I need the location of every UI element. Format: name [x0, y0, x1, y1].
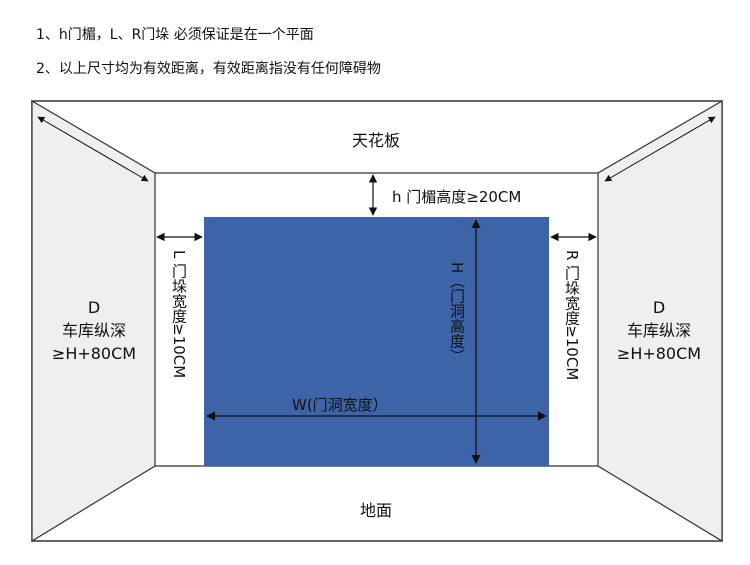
right-depth-symbol: D	[652, 298, 666, 317]
ceiling-label: 天花板	[351, 131, 400, 150]
left-depth-label: D 车库纵深 ≥H+80CM	[40, 296, 148, 365]
left-depth-symbol: D	[87, 298, 101, 317]
right-depth-label: D 车库纵深 ≥H+80CM	[605, 296, 713, 365]
left-depth-value: ≥H+80CM	[51, 344, 137, 363]
note-line-2: 2、以上尺寸均为有效距离，有效距离指没有任何障碍物	[36, 61, 381, 77]
door-height-label: H（门洞高度）	[448, 262, 466, 364]
right-depth-arrow	[604, 116, 716, 182]
lintel-label: h 门楣高度≥20CM	[392, 188, 522, 206]
floor-label: 地面	[359, 501, 392, 520]
left-depth-title: 车库纵深	[61, 321, 126, 340]
door-width-label: W(门洞宽度）	[292, 396, 388, 414]
right-depth-value: ≥H+80CM	[616, 344, 702, 363]
right-jamb-label: R 门垛宽度≥10CM	[563, 250, 581, 381]
door-opening	[204, 217, 549, 466]
right-depth-title: 车库纵深	[626, 321, 691, 340]
left-jamb-label: L 门垛宽度≥10CM	[170, 250, 188, 379]
left-depth-arrow	[37, 116, 149, 182]
note-line-1: 1、h门楣，L、R门垛 必须保证是在一个平面	[36, 27, 314, 43]
